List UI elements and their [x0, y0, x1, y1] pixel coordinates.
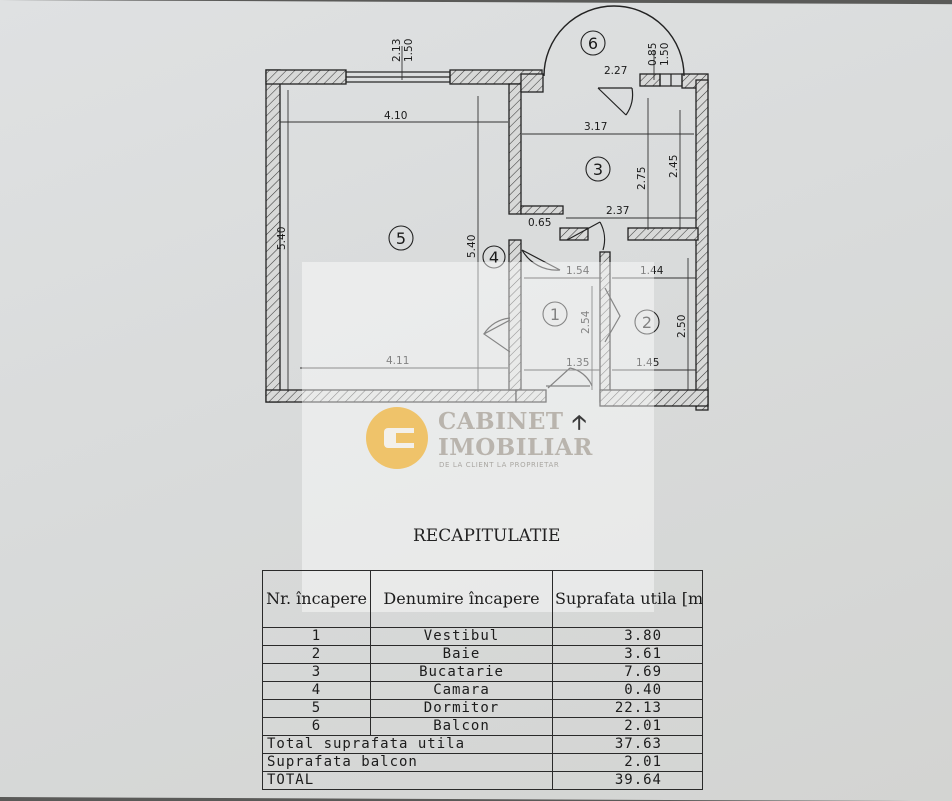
total-value: 39.64 — [552, 771, 703, 790]
cell-nr: 5 — [262, 699, 371, 718]
doors — [482, 87, 634, 389]
cell-area: 2.01 — [552, 717, 703, 736]
walls — [265, 69, 709, 411]
dim-label: 1.50 — [659, 43, 671, 66]
dim-label: 2.13 — [391, 39, 403, 62]
cell-name: Vestibul — [370, 627, 553, 646]
dim-label: 0.65 — [528, 217, 551, 229]
cell-name: Balcon — [370, 717, 553, 736]
dim-label: 5.40 — [276, 227, 288, 250]
dim-label: 1.50 — [403, 39, 415, 62]
cell-name: Dormitor — [370, 699, 553, 718]
cell-name: Bucatarie — [370, 663, 553, 682]
room-number: 4 — [489, 248, 499, 267]
dim-label: 4.11 — [386, 355, 409, 367]
cell-name: Baie — [370, 645, 553, 664]
room-number-markers — [388, 30, 660, 335]
cell-nr: 3 — [262, 663, 371, 682]
logo-line1: CABINET — [438, 408, 564, 435]
dimension-lines — [280, 46, 696, 392]
dimension-labels: 2.13 1.50 2.27 0.85 1.50 4.10 3.17 2.75 … — [276, 39, 688, 369]
summary-table: Nr. încapere Denumire încapere Suprafata… — [262, 570, 703, 790]
windows — [345, 71, 683, 87]
cell-area: 3.80 — [552, 627, 703, 646]
total-label: Suprafata balcon — [262, 753, 553, 772]
dim-label: 2.75 — [636, 167, 648, 190]
dim-label: 1.45 — [636, 357, 659, 369]
dim-label: 2.27 — [604, 65, 627, 77]
dim-label: 2.54 — [580, 310, 592, 334]
total-value: 37.63 — [552, 735, 703, 754]
arrow-up-icon: 🡡 — [572, 410, 587, 434]
cell-area: 22.13 — [552, 699, 703, 718]
watermark-panel — [302, 262, 654, 612]
cell-area: 0.40 — [552, 681, 703, 700]
dim-label: 1.54 — [566, 265, 590, 277]
logo-tagline: DE LA CLIENT LA PROPRIETAR — [439, 461, 560, 469]
cell-nr: 6 — [262, 717, 371, 736]
dim-label: 3.17 — [584, 121, 607, 133]
dim-label: 5.40 — [466, 235, 478, 258]
room-number: 6 — [588, 34, 598, 53]
dim-label: 1.44 — [640, 265, 664, 277]
dim-label: 0.85 — [647, 43, 659, 66]
logo-mark-icon — [366, 407, 428, 469]
cell-name: Camara — [370, 681, 553, 700]
cell-nr: 4 — [262, 681, 371, 700]
dim-label: 1.35 — [566, 357, 589, 369]
dim-label: 2.45 — [668, 155, 680, 178]
room-number: 2 — [642, 313, 652, 332]
header-area: Suprafata utila [mp] — [552, 570, 703, 628]
room-number: 3 — [593, 160, 603, 179]
room-numbers: 1 2 3 4 5 6 — [396, 34, 652, 332]
cell-nr: 2 — [262, 645, 371, 664]
header-nr: Nr. încapere — [262, 570, 371, 628]
header-name: Denumire încapere — [370, 570, 553, 628]
summary-title: RECAPITULATIE — [413, 526, 561, 546]
dim-label: 4.10 — [384, 110, 407, 122]
dim-label: 2.50 — [676, 315, 688, 338]
room-number: 1 — [550, 305, 560, 324]
room-number: 5 — [396, 229, 406, 248]
cell-area: 7.69 — [552, 663, 703, 682]
logo-line2: IMOBILIAR — [438, 434, 593, 461]
dim-label: 2.37 — [606, 205, 629, 217]
balcony-outline — [543, 5, 685, 77]
total-label: Total suprafata utila — [262, 735, 553, 754]
cell-nr: 1 — [262, 627, 371, 646]
cell-area: 3.61 — [552, 645, 703, 664]
logo-title: CABINET 🡡 IMOBILIAR — [438, 409, 593, 461]
total-value: 2.01 — [552, 753, 703, 772]
table-header-row: Nr. încapere Denumire încapere Suprafata… — [262, 570, 703, 628]
total-label: TOTAL — [262, 771, 553, 790]
